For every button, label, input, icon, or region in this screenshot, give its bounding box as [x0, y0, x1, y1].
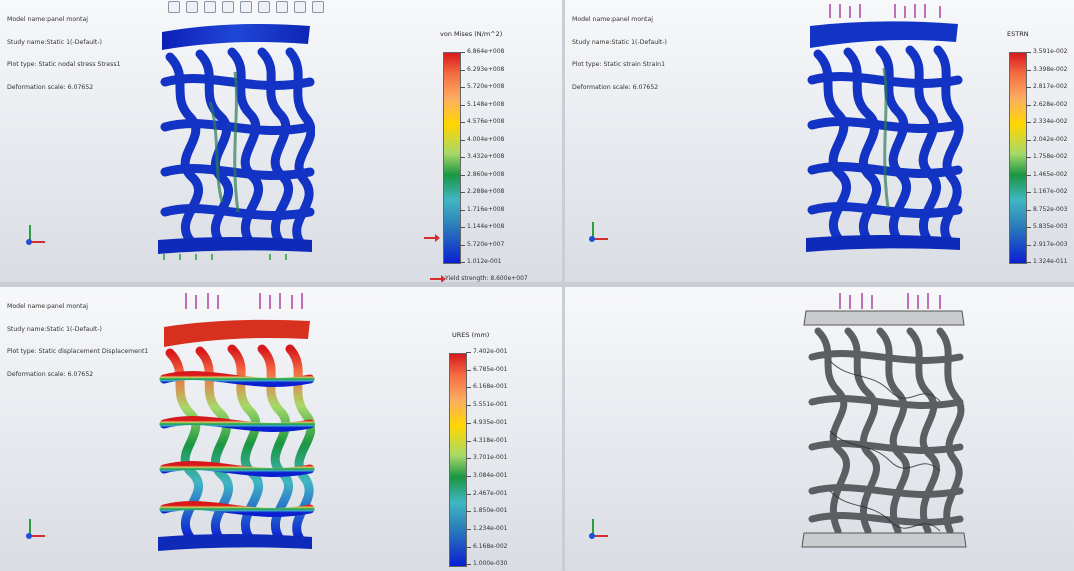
tick-label: 1.234e-001	[466, 525, 508, 532]
tick-label: 2.860e+008	[459, 170, 505, 178]
hide-show-icon[interactable]	[258, 1, 270, 13]
plot-type-text: Plot type: Static displacement Displacem…	[7, 348, 149, 355]
section-view-icon[interactable]	[222, 1, 234, 13]
legend-title: URES (mm)	[452, 331, 490, 339]
tick-label: 6.168e-001	[466, 383, 508, 391]
study-name-text: Study name:Static 1(-Default-)	[572, 38, 667, 46]
model-name-text: Model name:panel montaj	[7, 16, 88, 23]
axis-triad-icon	[587, 519, 611, 543]
study-name-text: Study name:Static 1(-Default-)	[7, 38, 102, 46]
tick-label: 1.000e-030	[466, 560, 508, 568]
model-name-text: Model name:panel montaj	[7, 303, 88, 310]
stress-color-bar	[443, 52, 461, 264]
tick-label: 1.850e-001	[466, 507, 508, 515]
tick-label: 5.148e+008	[459, 100, 505, 108]
tick-label: 1.167e-002	[1026, 188, 1068, 195]
axis-triad-icon	[24, 225, 48, 249]
tick-label: 6.168e-002	[466, 542, 508, 550]
viewport-geometry[interactable]	[565, 287, 1074, 571]
geometry-model[interactable]	[800, 291, 970, 557]
tick-label: 1.324e-011	[1026, 258, 1068, 265]
tick-label: 4.935e-001	[466, 418, 508, 426]
tick-label: 3.701e-001	[466, 454, 508, 462]
plot-info: Model name:panel montaj Study name:Stati…	[7, 288, 148, 393]
tick-label: 2.288e+008	[459, 188, 505, 195]
study-name-text: Study name:Static 1(-Default-)	[7, 325, 102, 333]
tick-label: 4.004e+008	[459, 135, 505, 143]
tick-label: 6.864e+008	[459, 48, 505, 55]
deformation-scale-text: Deformation scale: 6.07652	[7, 83, 94, 91]
appearance-icon[interactable]	[276, 1, 288, 13]
deformation-scale-text: Deformation scale: 6.07652	[572, 83, 659, 91]
tick-label: 4.576e+008	[459, 118, 505, 125]
tick-label: 2.817e-002	[1026, 83, 1068, 90]
previous-view-icon[interactable]	[204, 1, 216, 13]
plot-info: Model name:panel montaj Study name:Stati…	[572, 1, 667, 106]
strain-color-bar	[1009, 52, 1027, 264]
heads-up-view-toolbar	[168, 0, 324, 14]
yield-strength-text: Yield strength: 8.600e+007	[445, 275, 528, 282]
tick-label: 2.042e-002	[1026, 135, 1068, 143]
tick-label: 3.591e-002	[1026, 48, 1068, 55]
deformation-scale-text: Deformation scale: 6.07652	[7, 370, 94, 378]
displacement-color-bar	[449, 353, 467, 567]
tick-label: 3.432e+008	[459, 153, 505, 160]
tick-label: 3.084e-001	[466, 471, 508, 479]
tick-label: 2.628e-002	[1026, 100, 1068, 108]
tick-label: 1.465e-002	[1026, 170, 1068, 178]
tick-label: 5.720e+008	[459, 83, 505, 90]
viewport-displacement[interactable]: Model name:panel montaj Study name:Stati…	[0, 287, 562, 571]
tick-label: 2.917e-003	[1026, 240, 1068, 248]
plot-type-text: Plot type: Static nodal stress Stress1	[7, 61, 121, 68]
tick-label: 1.758e-002	[1026, 153, 1068, 160]
tick-label: 5.835e-003	[1026, 223, 1068, 230]
plot-type-text: Plot type: Static strain Strain1	[572, 61, 666, 68]
tick-label: 5.551e-001	[466, 401, 508, 409]
viewport-stress[interactable]: Model name:panel montaj Study name:Stati…	[0, 0, 562, 282]
tick-label: 6.785e-001	[466, 365, 508, 373]
displacement-model[interactable]	[150, 291, 315, 559]
tick-label: 2.467e-001	[466, 489, 508, 497]
yield-arrow-icon	[430, 274, 446, 282]
legend-title: ESTRN	[1007, 30, 1029, 38]
yield-marker-icon	[424, 234, 440, 242]
tick-label: 8.752e-003	[1026, 205, 1068, 213]
yield-strength-label: Yield strength: 8.600e+007	[430, 274, 528, 282]
display-style-icon[interactable]	[240, 1, 252, 13]
zoom-icon[interactable]	[168, 1, 180, 13]
scene-icon[interactable]	[294, 1, 306, 13]
stress-model[interactable]	[150, 12, 315, 262]
tick-label: 6.293e+008	[459, 65, 505, 73]
tick-label: 5.720e+007	[459, 240, 505, 248]
legend-title: von Mises (N/m^2)	[440, 30, 503, 38]
strain-model[interactable]	[800, 2, 965, 264]
tick-label: 7.402e-001	[466, 348, 508, 355]
zoom-area-icon[interactable]	[186, 1, 198, 13]
model-name-text: Model name:panel montaj	[572, 16, 653, 23]
tick-label: 1.144e+008	[459, 223, 505, 230]
tick-label: 2.334e-002	[1026, 118, 1068, 125]
tick-label: 3.398e-002	[1026, 65, 1068, 73]
tick-label: 1.716e+008	[459, 205, 505, 213]
axis-triad-icon	[587, 222, 611, 246]
axis-triad-icon	[24, 519, 48, 543]
view-settings-icon[interactable]	[312, 1, 324, 13]
tick-label: 1.012e-001	[460, 258, 502, 265]
plot-info: Model name:panel montaj Study name:Stati…	[7, 1, 121, 106]
tick-label: 4.318e-001	[466, 436, 508, 444]
viewport-strain[interactable]: Model name:panel montaj Study name:Stati…	[565, 0, 1074, 282]
